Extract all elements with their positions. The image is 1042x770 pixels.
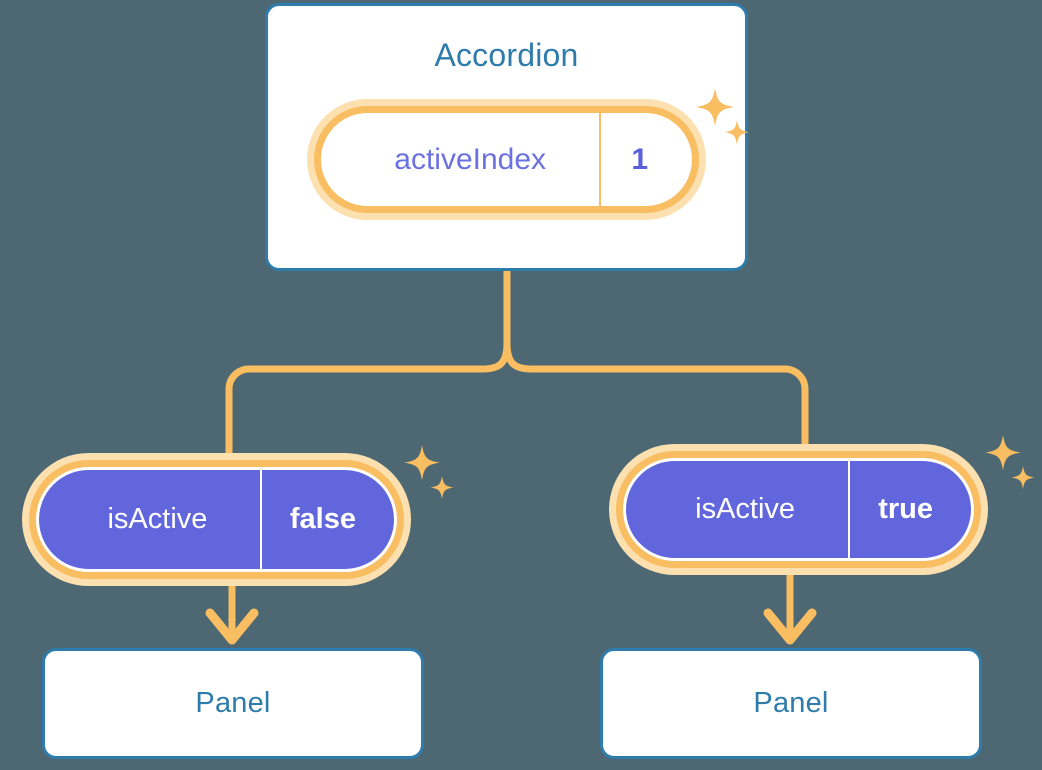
pill-body: isActive false [36,467,397,572]
state-pill-value: 1 [599,113,692,206]
sparkle-large-icon [985,435,1021,471]
state-pill-value: false [259,470,394,569]
pill-body: isActive true [623,458,974,561]
state-pill-is-active-right[interactable]: isActive true [609,444,988,575]
state-pill-key: isActive [695,493,796,525]
arrow-head-left-icon [205,608,259,645]
state-pill-value: true [848,461,971,558]
panel-title: Panel [753,687,829,719]
panel-title: Panel [195,687,271,719]
panel-component-card-right[interactable]: Panel [600,648,982,759]
pill-ring: isActive true [616,451,981,568]
pill-ring: isActive false [29,460,404,579]
pill-ring: activeIndex 1 [314,106,699,213]
sparkle-large-icon [404,445,440,481]
sparkle-small-icon [430,476,454,499]
accordion-title: Accordion [434,37,579,73]
panel-component-card-left[interactable]: Panel [42,648,424,759]
state-pill-is-active-left[interactable]: isActive false [22,453,411,586]
sparkle-group-right [985,435,1035,489]
arrow-head-right-icon [763,608,817,645]
connector-split-to-left-pill [225,339,511,470]
pill-body: activeIndex 1 [321,113,692,206]
connector-split-to-right-pill [503,339,809,462]
state-pill-key: activeIndex [394,142,547,176]
state-pill-key: isActive [107,503,208,535]
state-pill-active-index[interactable]: activeIndex 1 [307,99,706,220]
sparkle-small-icon [1011,466,1035,489]
